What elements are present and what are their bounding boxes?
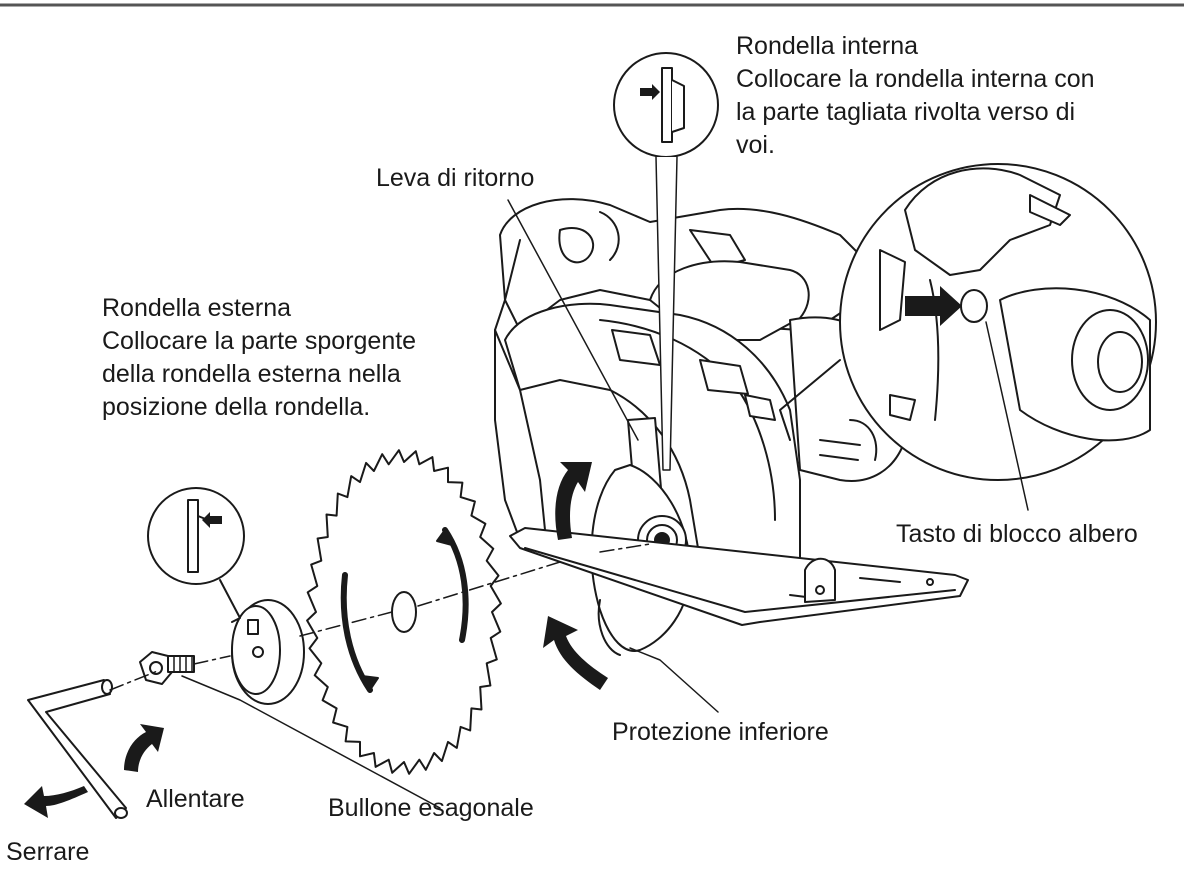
outer-washer-line-1: Collocare la parte sporgente [102,327,417,355]
outer-washer-detail [147,487,245,623]
inner-washer-line-3: voi. [736,131,775,159]
outer-washer-arrow-icon [202,512,222,528]
tighten-label: Serrare [6,838,90,866]
movement-arrows [24,462,608,818]
return-lever-label: Leva di ritorno [376,164,535,192]
hex-key [27,679,128,819]
outer-washer-line-3: posizione della rondella. [102,393,371,421]
loosen-label: Allentare [146,785,245,813]
outer-washer-line-2: della rondella esterna nella [102,360,401,388]
lower-guard-label: Protezione inferiore [612,718,829,746]
leader-lines [181,199,1029,809]
outer-washer-title: Rondella esterna [102,294,292,322]
leader-shaft-lock [985,321,1029,511]
hex-bolt [139,651,195,685]
loosen-arrow-icon [124,724,164,772]
saw-blade [306,449,502,775]
outer-washer [231,599,305,705]
outer-washer-label: Rondella esterna Collocare la parte spor… [102,292,416,424]
leader-hex-bolt [181,675,441,809]
shaft-lock-arrow-icon [905,286,962,326]
leader-return-lever [507,199,639,441]
inner-washer-title: Rondella interna [736,32,919,60]
hex-bolt-label: Bullone esagonale [328,794,534,822]
guard-rotate-arrow-icon [543,616,608,690]
shaft-lock-detail [779,163,1157,481]
shaft-lock-label: Tasto di blocco albero [896,520,1138,548]
inner-washer-line-1: Collocare la rondella interna con [736,65,1095,93]
inner-washer-label: Rondella interna Collocare la rondella i… [736,30,1095,162]
tighten-arrow-icon [24,786,88,818]
inner-washer-line-2: la parte tagliata rivolta verso di [736,98,1076,126]
guard-up-arrow-icon [555,462,592,540]
leader-lower-guard [629,647,719,713]
assembly-axis-line [109,543,651,691]
inner-washer-arrow-icon [640,84,660,100]
inner-washer-detail [613,52,719,471]
